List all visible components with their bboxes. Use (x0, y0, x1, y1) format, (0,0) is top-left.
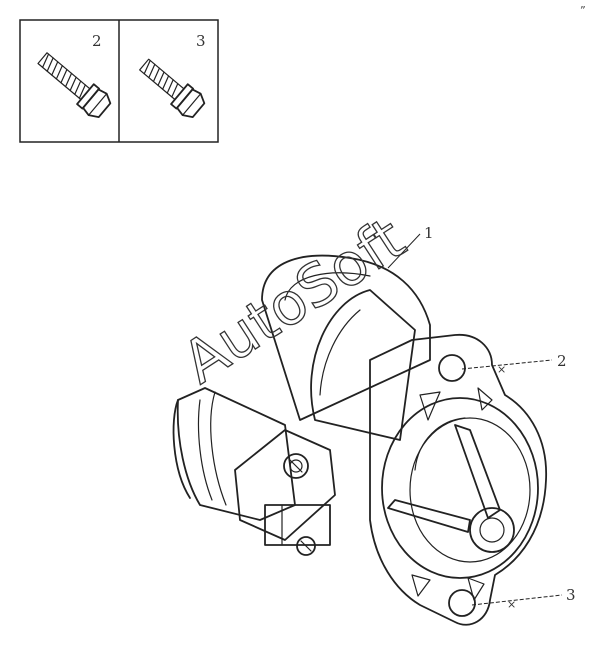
upper-bolt-hole (438, 354, 466, 382)
inset-label-3: 3 (196, 32, 206, 50)
callout-1: 1 (387, 224, 434, 269)
watermark-text: AutoSoft (171, 204, 417, 397)
terminal-nut-lower (296, 536, 316, 556)
callout-3: × 3 (471, 586, 576, 611)
bolt-inset: 2 3 (19, 19, 219, 143)
inset-label-2: 2 (92, 32, 102, 50)
terminal-block (234, 429, 336, 541)
motor-housing (261, 254, 431, 421)
callout-label-1: 1 (424, 224, 434, 242)
corner-mark: ” (580, 4, 586, 17)
solenoid (176, 387, 296, 521)
pinion-gear (469, 507, 515, 553)
bolt-3-illustration (139, 58, 206, 119)
motor-cylinder (310, 289, 416, 441)
starter-motor (172, 254, 547, 626)
lower-bolt-hole (448, 589, 476, 617)
callout-2: × 2 (461, 352, 567, 376)
callout-label-3: 3 (566, 586, 576, 604)
mounting-flange (369, 334, 547, 626)
callout-label-2: 2 (557, 352, 567, 370)
bolt-2-illustration (37, 52, 112, 119)
terminal-nut-upper (283, 453, 309, 479)
svg-text:×: × (497, 363, 506, 376)
svg-text:×: × (507, 598, 516, 611)
nose-housing (381, 397, 539, 579)
